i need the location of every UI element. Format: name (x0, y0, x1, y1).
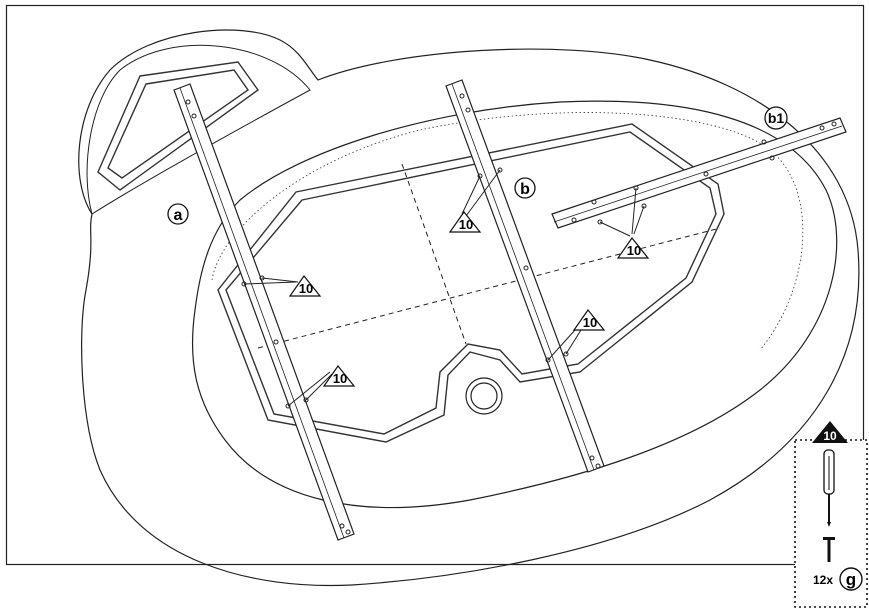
left-lobe-outline (86, 44, 311, 215)
part-label-a-text: a (174, 207, 183, 224)
step-callout: 10 (616, 236, 650, 259)
step-callout: 10 (448, 210, 482, 233)
tub-rim-outline (191, 100, 838, 509)
rail-b1 (551, 117, 847, 229)
headrest-pad-outer (97, 61, 259, 191)
rail-b (445, 79, 605, 473)
part-label-b: b (514, 177, 536, 199)
step-callout-number: 10 (583, 315, 597, 330)
step-callout-number: 10 (627, 243, 641, 258)
screw-icon (823, 537, 835, 562)
step-callout: 10 (572, 308, 606, 331)
center-line-horizontal (257, 227, 721, 349)
step-legend: 10 12x g (794, 421, 868, 608)
part-label-b1-text: b1 (768, 110, 785, 126)
drain-outer (465, 377, 503, 415)
drain-inner (470, 382, 498, 410)
leader-lines (243, 169, 645, 407)
part-label-b1: b1 (764, 106, 788, 130)
drawing-frame (5, 4, 865, 566)
legend-part-text: g (846, 570, 856, 589)
rail-a (173, 83, 355, 541)
step-callout: 10 (288, 274, 322, 297)
step-callout-number: 10 (459, 217, 473, 232)
legend-step-triangle (812, 421, 848, 443)
center-line-vertical (401, 163, 467, 345)
headrest-pad-inner (107, 69, 249, 179)
screwdriver-icon (823, 449, 835, 527)
step-callout: 10 (322, 364, 356, 387)
step-callout-number: 10 (333, 371, 347, 386)
part-label-a: a (167, 203, 189, 225)
tub-outer-outline (78, 29, 860, 587)
part-label-b-text: b (520, 181, 530, 198)
legend-part-label: g (839, 567, 863, 591)
legend-quantity: 12x (813, 573, 833, 587)
step-callout-number: 10 (299, 281, 313, 296)
legend-step-number: 10 (823, 429, 837, 443)
